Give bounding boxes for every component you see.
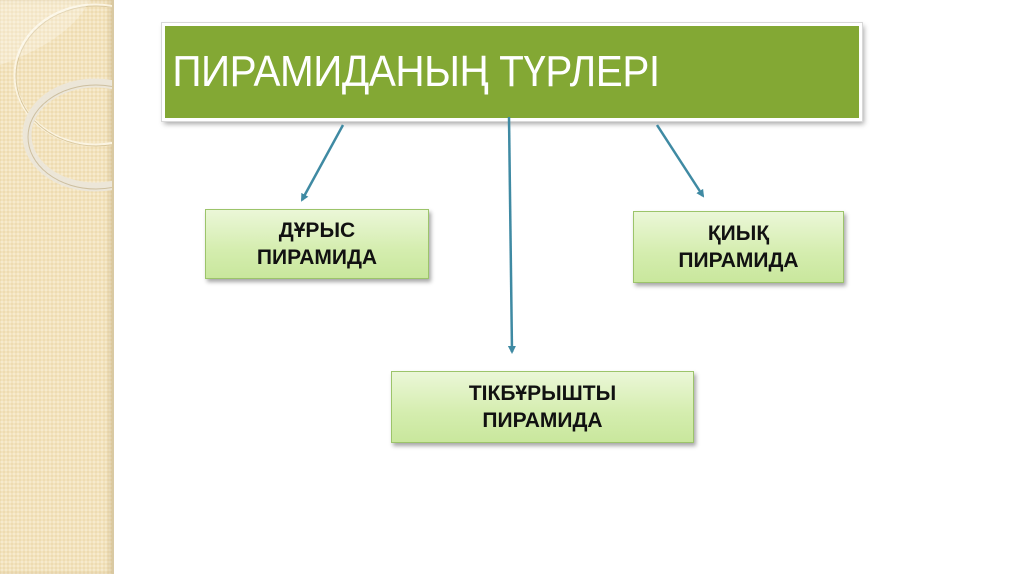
decorative-side-panel [0,0,114,574]
node-right-angled-pyramid: ТІКБҰРЫШТЫ ПИРАМИДА [391,371,694,443]
node-truncated-line2: ПИРАМИДА [678,249,799,272]
diagram-title: ПИРАМИДАНЫҢ ТҮРЛЕРІ [172,47,660,96]
node-truncated-line1: ҚИЫҚ [707,222,770,245]
arrow-to-regular [300,124,345,202]
ring-decoration-icon [0,0,112,192]
arrow-to-right-angled [507,116,516,354]
node-truncated-pyramid: ҚИЫҚ ПИРАМИДА [633,211,844,283]
node-right-angled-line2: ПИРАМИДА [482,409,603,432]
node-regular-line2: ПИРАМИДА [256,246,378,269]
diagram-title-box: ПИРАМИДАНЫҢ ТҮРЛЕРІ [161,22,863,122]
arrow-to-truncated [655,124,705,198]
node-regular-line1: ДҰРЫС [278,219,356,242]
node-right-angled-line1: ТІКБҰРЫШТЫ [468,382,617,405]
node-regular-pyramid: ДҰРЫС ПИРАМИДА [205,209,429,279]
